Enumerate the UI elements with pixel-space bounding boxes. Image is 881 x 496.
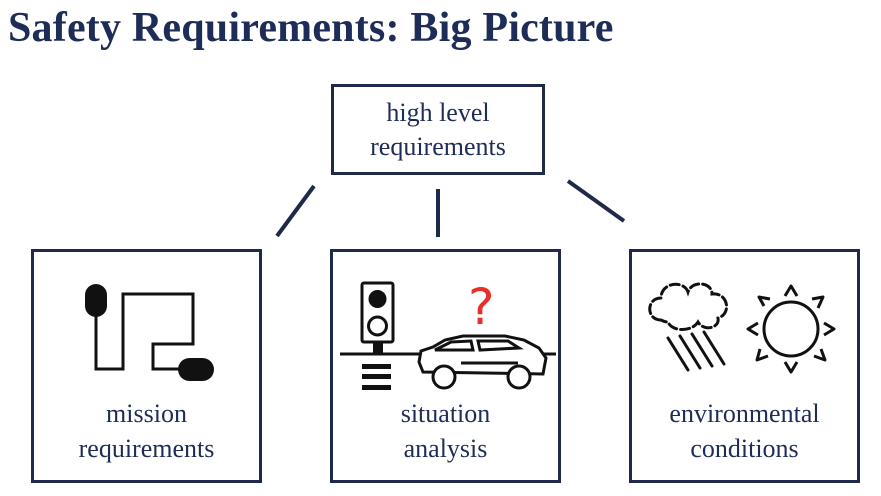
- rain-icon: [666, 330, 726, 372]
- situation-label-line1: situation: [400, 399, 491, 428]
- mission-label-line1: mission: [106, 399, 187, 428]
- high-level-requirements-line1: high level: [386, 97, 490, 127]
- question-mark: ?: [468, 278, 495, 336]
- situation-label-line2: analysis: [403, 434, 488, 463]
- connector-left: [275, 184, 316, 238]
- mission-label-line2: requirements: [78, 434, 215, 463]
- route-path-icon: [85, 284, 214, 381]
- sun-icon: [746, 284, 836, 374]
- page-title: Safety Requirements: Big Picture: [8, 5, 614, 51]
- high-level-requirements-box: high level requirements: [331, 84, 545, 175]
- weather-icon: [648, 282, 836, 374]
- connector-right: [566, 179, 626, 223]
- environmental-label-line2: conditions: [690, 434, 799, 463]
- mission-requirements-card: mission requirements: [31, 249, 262, 483]
- situation-analysis-card: ? situation analysis: [330, 249, 561, 483]
- traffic-light-icon: [360, 281, 395, 354]
- traffic-scene-icon: ?: [340, 278, 556, 390]
- high-level-requirements-line2: requirements: [370, 131, 506, 161]
- crosswalk-icon: [362, 364, 391, 390]
- environmental-label-line1: environmental: [669, 399, 820, 428]
- car-icon: [417, 334, 548, 390]
- cloud-icon: [648, 282, 728, 331]
- environmental-conditions-card: environmental conditions: [629, 249, 860, 483]
